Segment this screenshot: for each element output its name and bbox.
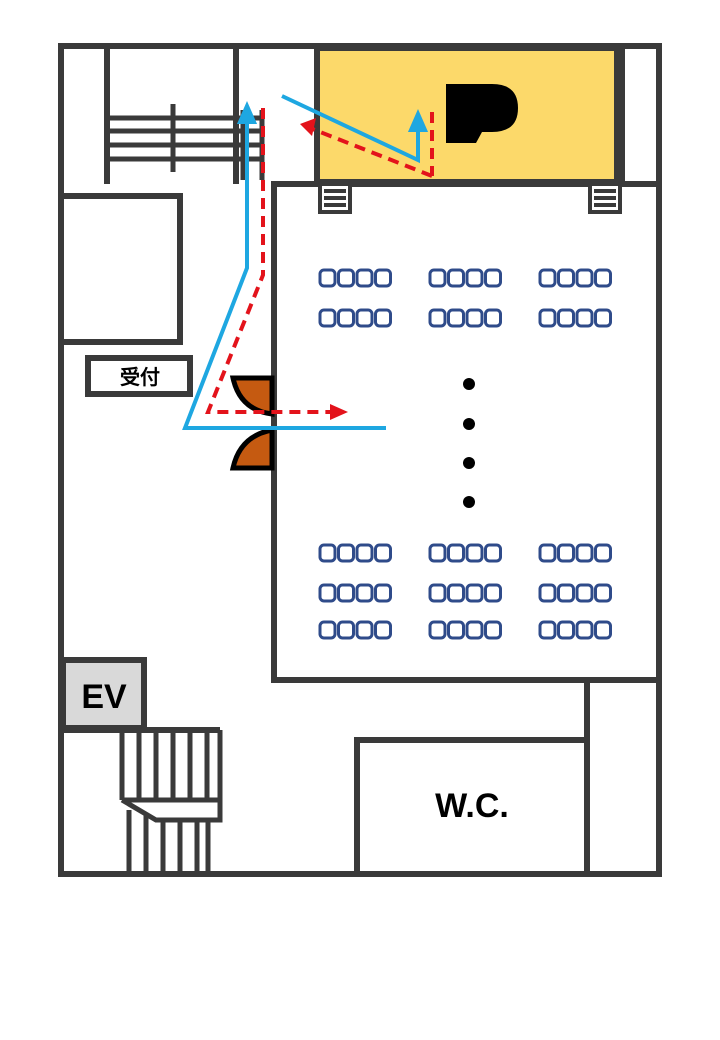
seat-row: [428, 620, 502, 640]
seat-icon: [374, 583, 392, 603]
route-solid-blue: [182, 94, 429, 430]
seat-row: [428, 543, 502, 563]
seat-icon: [538, 583, 557, 603]
seat-icon: [355, 268, 374, 288]
seat-row: [538, 620, 612, 640]
reception-label: 受付: [120, 365, 160, 389]
seat-icon: [355, 583, 374, 603]
seating-area: [318, 268, 612, 640]
seat-icon: [428, 583, 447, 603]
seat-icon: [557, 620, 575, 640]
seat-row: [538, 583, 612, 603]
seat-icon: [575, 543, 594, 563]
seat-row: [318, 583, 392, 603]
seat-row: [538, 543, 612, 563]
seat-icon: [575, 583, 594, 603]
seat-icon: [337, 543, 355, 563]
seat-icon: [538, 620, 557, 640]
staircase-top: [110, 104, 265, 180]
seat-icon: [447, 308, 465, 328]
seat-icon: [318, 620, 337, 640]
seat-icon: [557, 543, 575, 563]
parking-stairs-left: [318, 182, 352, 214]
seat-icon: [447, 620, 465, 640]
seat-icon: [465, 308, 484, 328]
seat-row: [428, 308, 502, 328]
seat-icon: [374, 543, 392, 563]
seat-icon: [557, 268, 575, 288]
seat-icon: [557, 308, 575, 328]
seat-icon: [374, 268, 392, 288]
seat-icon: [484, 620, 502, 640]
seat-icon: [374, 620, 392, 640]
seat-icon: [575, 268, 594, 288]
elevator-label: EV: [81, 678, 127, 716]
parking-stairs-right: [588, 182, 622, 214]
seat-icon: [318, 543, 337, 563]
seat-icon: [465, 583, 484, 603]
seat-icon: [318, 308, 337, 328]
seat-row: [538, 308, 612, 328]
reception-desk: 受付: [85, 355, 193, 397]
seat-row: [318, 308, 392, 328]
seat-icon: [538, 543, 557, 563]
seat-icon: [428, 620, 447, 640]
route-dashed-red-arrowheads: [300, 118, 348, 420]
seat-icon: [594, 543, 612, 563]
seat-icon: [594, 268, 612, 288]
seat-icon: [355, 620, 374, 640]
seat-row: [318, 543, 392, 563]
seat-row: [428, 268, 502, 288]
seat-icon: [337, 620, 355, 640]
seat-icon: [428, 543, 447, 563]
seat-icon: [447, 543, 465, 563]
seat-icon: [484, 583, 502, 603]
seat-icon: [538, 268, 557, 288]
seat-icon: [484, 308, 502, 328]
seat-icon: [465, 268, 484, 288]
seat-icon: [484, 543, 502, 563]
seat-icon: [594, 308, 612, 328]
seat-icon: [538, 308, 557, 328]
seat-icon: [374, 308, 392, 328]
seat-icon: [355, 308, 374, 328]
seat-icon: [337, 308, 355, 328]
seat-icon: [318, 268, 337, 288]
elevator: EV: [60, 657, 147, 731]
seat-icon: [557, 583, 575, 603]
seat-icon: [428, 308, 447, 328]
seat-icon: [594, 620, 612, 640]
double-door-icon: [229, 375, 275, 471]
seat-icon: [575, 308, 594, 328]
seat-icon: [318, 583, 337, 603]
seat-icon: [355, 543, 374, 563]
seat-icon: [447, 583, 465, 603]
route-dashed-red: [205, 108, 434, 414]
continuation-dots: [463, 378, 475, 508]
seat-icon: [575, 620, 594, 640]
seat-icon: [465, 620, 484, 640]
seat-icon: [594, 583, 612, 603]
seat-icon: [428, 268, 447, 288]
staircase-bottom: [119, 730, 223, 874]
seat-icon: [337, 583, 355, 603]
seat-icon: [465, 543, 484, 563]
seat-icon: [484, 268, 502, 288]
seat-row: [318, 620, 392, 640]
seat-row: [428, 583, 502, 603]
parking-p-icon: [446, 84, 518, 143]
restroom-label: W.C.: [435, 787, 509, 825]
seat-icon: [447, 268, 465, 288]
seat-row: [318, 268, 392, 288]
seat-row: [538, 268, 612, 288]
seat-icon: [337, 268, 355, 288]
